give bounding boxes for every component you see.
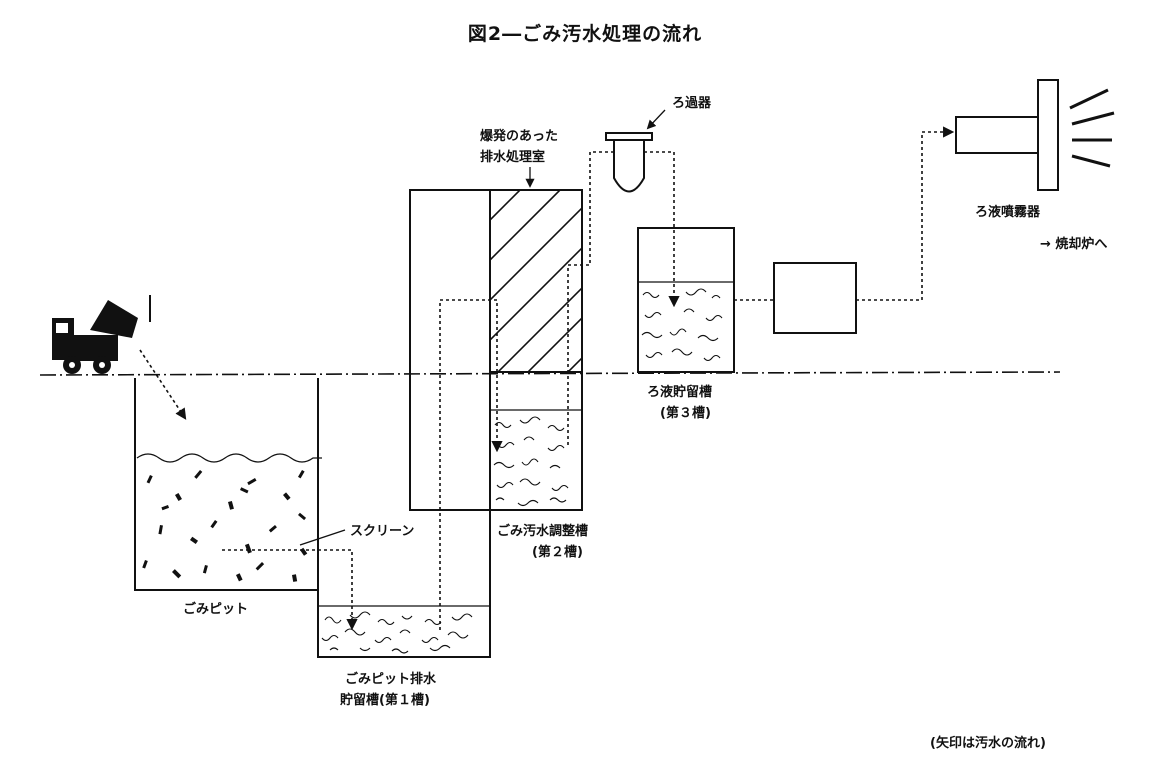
tank-2-label-line1: ごみ汚水調整槽	[497, 523, 588, 539]
ground-line	[39, 371, 1061, 376]
screen-label: スクリーン	[350, 524, 414, 539]
incinerator-label: → 焼却炉へ	[1040, 236, 1107, 252]
filter-pointer	[646, 109, 666, 130]
filter-label: ろ過器	[672, 95, 712, 111]
garbage-truck-icon	[52, 295, 151, 374]
flow-tank1-to-tank2	[439, 299, 503, 630]
explosion-room-label-line1: 爆発のあった	[480, 128, 558, 144]
pit-garbage-fill	[142, 470, 308, 582]
tank-1-sewage	[321, 611, 473, 654]
explosion-room	[489, 189, 583, 373]
tank-2-label-line2: (第２槽)	[532, 544, 583, 560]
sprayer-label: ろ液噴霧器	[975, 204, 1041, 220]
explosion-room-label-line2: 排水処理室	[480, 149, 545, 165]
tank-2-sewage	[493, 416, 569, 507]
filter-icon	[605, 132, 653, 193]
tank-2	[489, 371, 583, 511]
flow-pit-to-tank1	[222, 549, 358, 631]
diagram-title: 図2―ごみ汚水処理の流れ	[468, 22, 702, 45]
garbage-pit	[134, 378, 322, 591]
arrow-note: (矢印は汚水の流れ)	[930, 735, 1046, 751]
flow-truck-to-pit	[139, 349, 187, 420]
tank-3-label-line1: ろ液貯留槽	[647, 384, 712, 400]
sprayer-icon	[955, 79, 1115, 191]
flow-filter-to-tank3	[644, 151, 680, 308]
tank-3	[637, 227, 735, 373]
tank-1	[317, 375, 491, 658]
tank-3-label-line2: (第３槽)	[660, 405, 711, 421]
pit-label: ごみピット	[183, 601, 248, 617]
flow-tank2-to-filter	[567, 151, 614, 445]
tank-1-label-line1: ごみピット排水	[345, 671, 437, 687]
screen-leader	[299, 529, 346, 546]
pump-box	[773, 262, 857, 334]
flow-box-to-sprayer	[856, 126, 955, 301]
treatment-building	[409, 189, 491, 511]
tank-1-label-line2: 貯留槽(第１槽)	[340, 692, 430, 708]
tank-3-sewage	[641, 288, 723, 362]
